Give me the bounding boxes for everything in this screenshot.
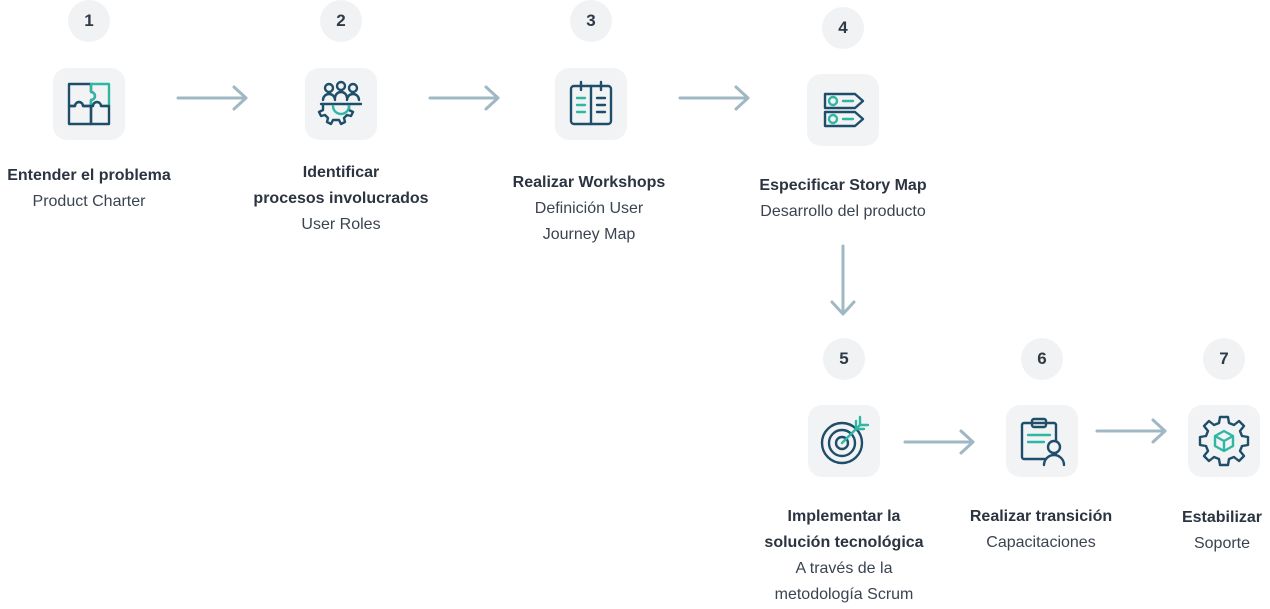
step-1-icon-tile: [53, 68, 125, 140]
step-2-number: 2: [320, 0, 362, 42]
step-5-title-line1: Implementar la: [787, 508, 901, 525]
step-2-title-line2: procesos involucrados: [253, 190, 429, 207]
step-1-label: Entender el problema Product Charter: [7, 163, 171, 215]
step-1-subtitle: Product Charter: [32, 193, 146, 210]
arrow-3-to-4: [678, 85, 750, 111]
step-7-label: Estabilizar Soporte: [1182, 505, 1262, 557]
arrow-1-to-2: [176, 85, 248, 111]
arrow-2-to-3: [428, 85, 500, 111]
step-6-label: Realizar transición Capacitaciones: [970, 504, 1112, 556]
step-3-subtitle-line2: Journey Map: [542, 226, 636, 243]
step-5-subtitle-line2: metodología Scrum: [774, 586, 914, 603]
step-7-number: 7: [1203, 338, 1245, 380]
story-map-icon: [823, 92, 865, 128]
gear-cube-icon: [1198, 415, 1250, 467]
step-6-number: 6: [1021, 338, 1063, 380]
step-6-subtitle: Capacitaciones: [986, 534, 1096, 551]
arrow-4-to-5: [830, 244, 856, 316]
clipboard-user-icon: [1020, 417, 1066, 467]
arrow-5-to-6: [903, 429, 975, 455]
step-6-icon-tile: [1006, 405, 1078, 477]
step-2-subtitle: User Roles: [301, 216, 381, 233]
step-5-number: 5: [823, 338, 865, 380]
step-2-title-line1: Identificar: [302, 164, 380, 181]
puzzle-icon: [67, 82, 111, 126]
step-3-title: Realizar Workshops: [512, 174, 666, 191]
step-3-icon-tile: [555, 68, 627, 140]
team-gear-icon: [317, 80, 363, 126]
step-7-icon-tile: [1188, 405, 1260, 477]
step-2-label: Identificar procesos involucrados User R…: [253, 160, 428, 238]
step-4-number: 4: [822, 7, 864, 49]
step-5-icon-tile: [808, 405, 880, 477]
step-4-subtitle: Desarrollo del producto: [760, 203, 926, 220]
step-5-label: Implementar la solución tecnológica A tr…: [764, 504, 923, 608]
step-2-icon-tile: [305, 68, 377, 140]
step-3-label: Realizar Workshops Definición User Journ…: [513, 170, 666, 248]
step-5-subtitle-line1: A través de la: [795, 560, 893, 577]
step-4-icon-tile: [807, 74, 879, 146]
step-4-title: Especificar Story Map: [759, 177, 927, 194]
arrow-6-to-7: [1095, 418, 1167, 444]
notebook-icon: [569, 80, 613, 126]
step-4-label: Especificar Story Map Desarrollo del pro…: [759, 173, 926, 225]
step-7-subtitle: Soporte: [1193, 535, 1251, 552]
step-5-title-line2: solución tecnológica: [764, 534, 924, 551]
step-1-number: 1: [68, 0, 110, 42]
target-icon: [820, 415, 870, 465]
step-7-title: Estabilizar: [1181, 509, 1263, 526]
step-3-number: 3: [570, 0, 612, 42]
step-3-subtitle-line1: Definición User: [534, 200, 644, 217]
step-1-title: Entender el problema: [7, 167, 171, 184]
step-6-title: Realizar transición: [969, 508, 1113, 525]
